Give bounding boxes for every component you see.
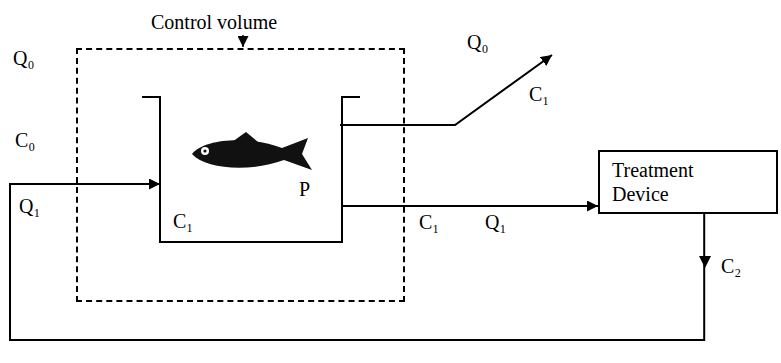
fish-illustration — [192, 132, 312, 170]
concentration-label: C₁ — [418, 210, 440, 234]
fish-label: P — [298, 177, 311, 201]
box-label: Treatment Device — [600, 152, 734, 212]
concentration-label: C₂ — [720, 254, 742, 278]
treatment-device-box: Treatment Device — [598, 150, 778, 214]
outflow-arrow — [340, 55, 552, 125]
leader-arrow — [242, 35, 244, 47]
control-volume: Control volumeC₁P — [76, 48, 405, 302]
flow-connector — [10, 184, 704, 340]
fish-tank: C₁ P — [160, 97, 342, 242]
concentration-label: C₀ — [14, 128, 36, 152]
control-volume-label: Control volume — [150, 10, 278, 34]
flow-label: Q₀ — [466, 30, 489, 54]
concentration-label: C₁ — [172, 209, 194, 233]
flow-connector — [342, 205, 598, 207]
flow-label: Q₀ — [12, 46, 35, 70]
flow-label: Q₁ — [18, 194, 41, 218]
concentration-label: C₁ — [528, 82, 550, 106]
flow-label: Q₁ — [484, 210, 507, 234]
